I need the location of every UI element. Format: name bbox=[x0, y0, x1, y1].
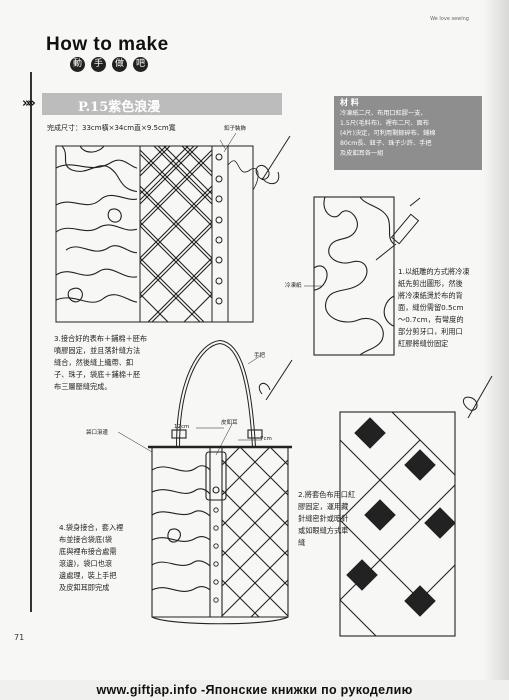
step-line: ～0.7cm，有彎度的 bbox=[398, 315, 464, 324]
handle-label: 手把 bbox=[254, 353, 266, 359]
iron-icon bbox=[375, 197, 421, 261]
materials-line: 80cm長、鈕子、珠子少許、手把 bbox=[340, 140, 432, 147]
leader-lines bbox=[117, 132, 322, 456]
step-line: 底與裡布接合處需 bbox=[59, 547, 117, 556]
subheading-char: 吧 bbox=[133, 57, 148, 72]
chevron-icon: »» bbox=[22, 96, 36, 111]
step-line: 邊處理，裝上手把 bbox=[59, 571, 117, 580]
materials-line: 冷凍紙二尺、布用口紅膠一支、 bbox=[340, 110, 427, 117]
step-line: 針縫密針或暗針 bbox=[298, 514, 349, 523]
step-line: 部分剪牙口，利用口 bbox=[398, 327, 463, 336]
step-2-text: 2.將套色布用口紅 膠固定，運用藏 針縫密針或暗針 或如眼縫方式車 縫 bbox=[298, 489, 355, 549]
footer-watermark[interactable]: www.giftjap.info -Японские книжки по рук… bbox=[0, 680, 509, 700]
materials-line: (4片)決定，可利用剩餘碎布、鋪棉 bbox=[340, 130, 436, 137]
step-4-text: 4.袋身接合，套入裡 布並接合袋底(袋 底與裡布接合處需 滾邊)，袋口也滾 邊處… bbox=[59, 522, 123, 594]
step-line: 子、珠子，袋底＋鋪棉＋胚 bbox=[54, 370, 141, 379]
step-line: 2.將套色布用口紅 bbox=[298, 490, 356, 499]
materials-line: 及皮釦耳各一組 bbox=[340, 150, 384, 157]
button-decoration-label: 釦子裝飾 bbox=[224, 126, 247, 132]
step-line: 紙先剪出圖形，然後 bbox=[398, 279, 463, 288]
section-heading: How to make bbox=[46, 34, 169, 55]
dimension-label: 7cm bbox=[260, 436, 272, 442]
step-line: 或如眼縫方式車 bbox=[298, 526, 349, 535]
top-panel-diagram bbox=[55, 139, 259, 323]
page-fold-shadow bbox=[483, 0, 509, 680]
materials-line: 1.5尺(毛料布)、裡布二尺、面布 bbox=[340, 120, 429, 127]
step-line: 布三層壓縫完成。 bbox=[54, 382, 112, 391]
needle-icon bbox=[258, 359, 293, 401]
project-title-bar bbox=[42, 93, 282, 115]
step-line: 紅膠將縫份固定 bbox=[398, 339, 449, 348]
step-line: 將冷凍紙燙於布的背 bbox=[398, 291, 463, 300]
step-1-text: 1.以紙雕的方式將冷凍 紙先剪出圖形，然後 將冷凍紙燙於布的背 面，縫份需留0.… bbox=[398, 266, 470, 350]
dimension-label: 12cm bbox=[174, 424, 190, 430]
step-3-text: 3.接合好的表布＋鋪棉＋胚布 噴膠固定，並且落針縫方法 縫合，然後縫上織帶、釦 … bbox=[54, 333, 147, 393]
project-title: P.15紫色浪漫 bbox=[78, 100, 161, 115]
freezer-paper-diagram bbox=[313, 196, 395, 356]
step-line: 縫 bbox=[298, 538, 306, 547]
needle-icon bbox=[255, 135, 291, 185]
step-line: 膠固定，運用藏 bbox=[298, 502, 349, 511]
subheading-char: 手 bbox=[91, 57, 106, 72]
pocket-edge-label: 袋口滾邊 bbox=[86, 430, 109, 436]
frame-divider bbox=[30, 72, 32, 612]
step-line: 噴膠固定，並且落針縫方法 bbox=[54, 346, 141, 355]
step-line: 及皮釦耳即完成 bbox=[59, 583, 110, 592]
section-subheading: 動 手 做 吧 bbox=[70, 57, 148, 72]
materials-box: 材 料 冷凍紙二尺、布用口紅膠一支、 1.5尺(毛料布)、裡布二尺、面布 (4片… bbox=[334, 96, 482, 170]
step-line: 4.袋身接合，套入裡 bbox=[59, 523, 124, 532]
thread-needle-icon bbox=[463, 375, 493, 419]
diamond-strip-diagram bbox=[339, 411, 456, 637]
step-line: 3.接合好的表布＋鋪棉＋胚布 bbox=[54, 334, 148, 343]
leather-tab-label: 皮釦耳 bbox=[221, 420, 238, 426]
step-line: 縫合，然後縫上織帶、釦 bbox=[54, 358, 134, 367]
freezer-paper-label: 冷凍紙 bbox=[285, 283, 302, 289]
page-number: 71 bbox=[14, 633, 25, 642]
finished-size: 完成尺寸：33cm橫×34cm直×9.5cm寬 bbox=[47, 124, 176, 132]
step-line: 面，縫份需留0.5cm bbox=[398, 303, 464, 312]
subheading-char: 做 bbox=[112, 57, 127, 72]
step-line: 布並接合袋底(袋 bbox=[59, 535, 113, 544]
materials-heading: 材 料 bbox=[340, 98, 359, 107]
brand-mark: We love sewing bbox=[430, 16, 469, 22]
step-line: 1.以紙雕的方式將冷凍 bbox=[398, 267, 470, 276]
step-line: 滾邊)，袋口也滾 bbox=[59, 559, 113, 568]
bag-diagram bbox=[148, 339, 292, 625]
subheading-char: 動 bbox=[70, 57, 85, 72]
